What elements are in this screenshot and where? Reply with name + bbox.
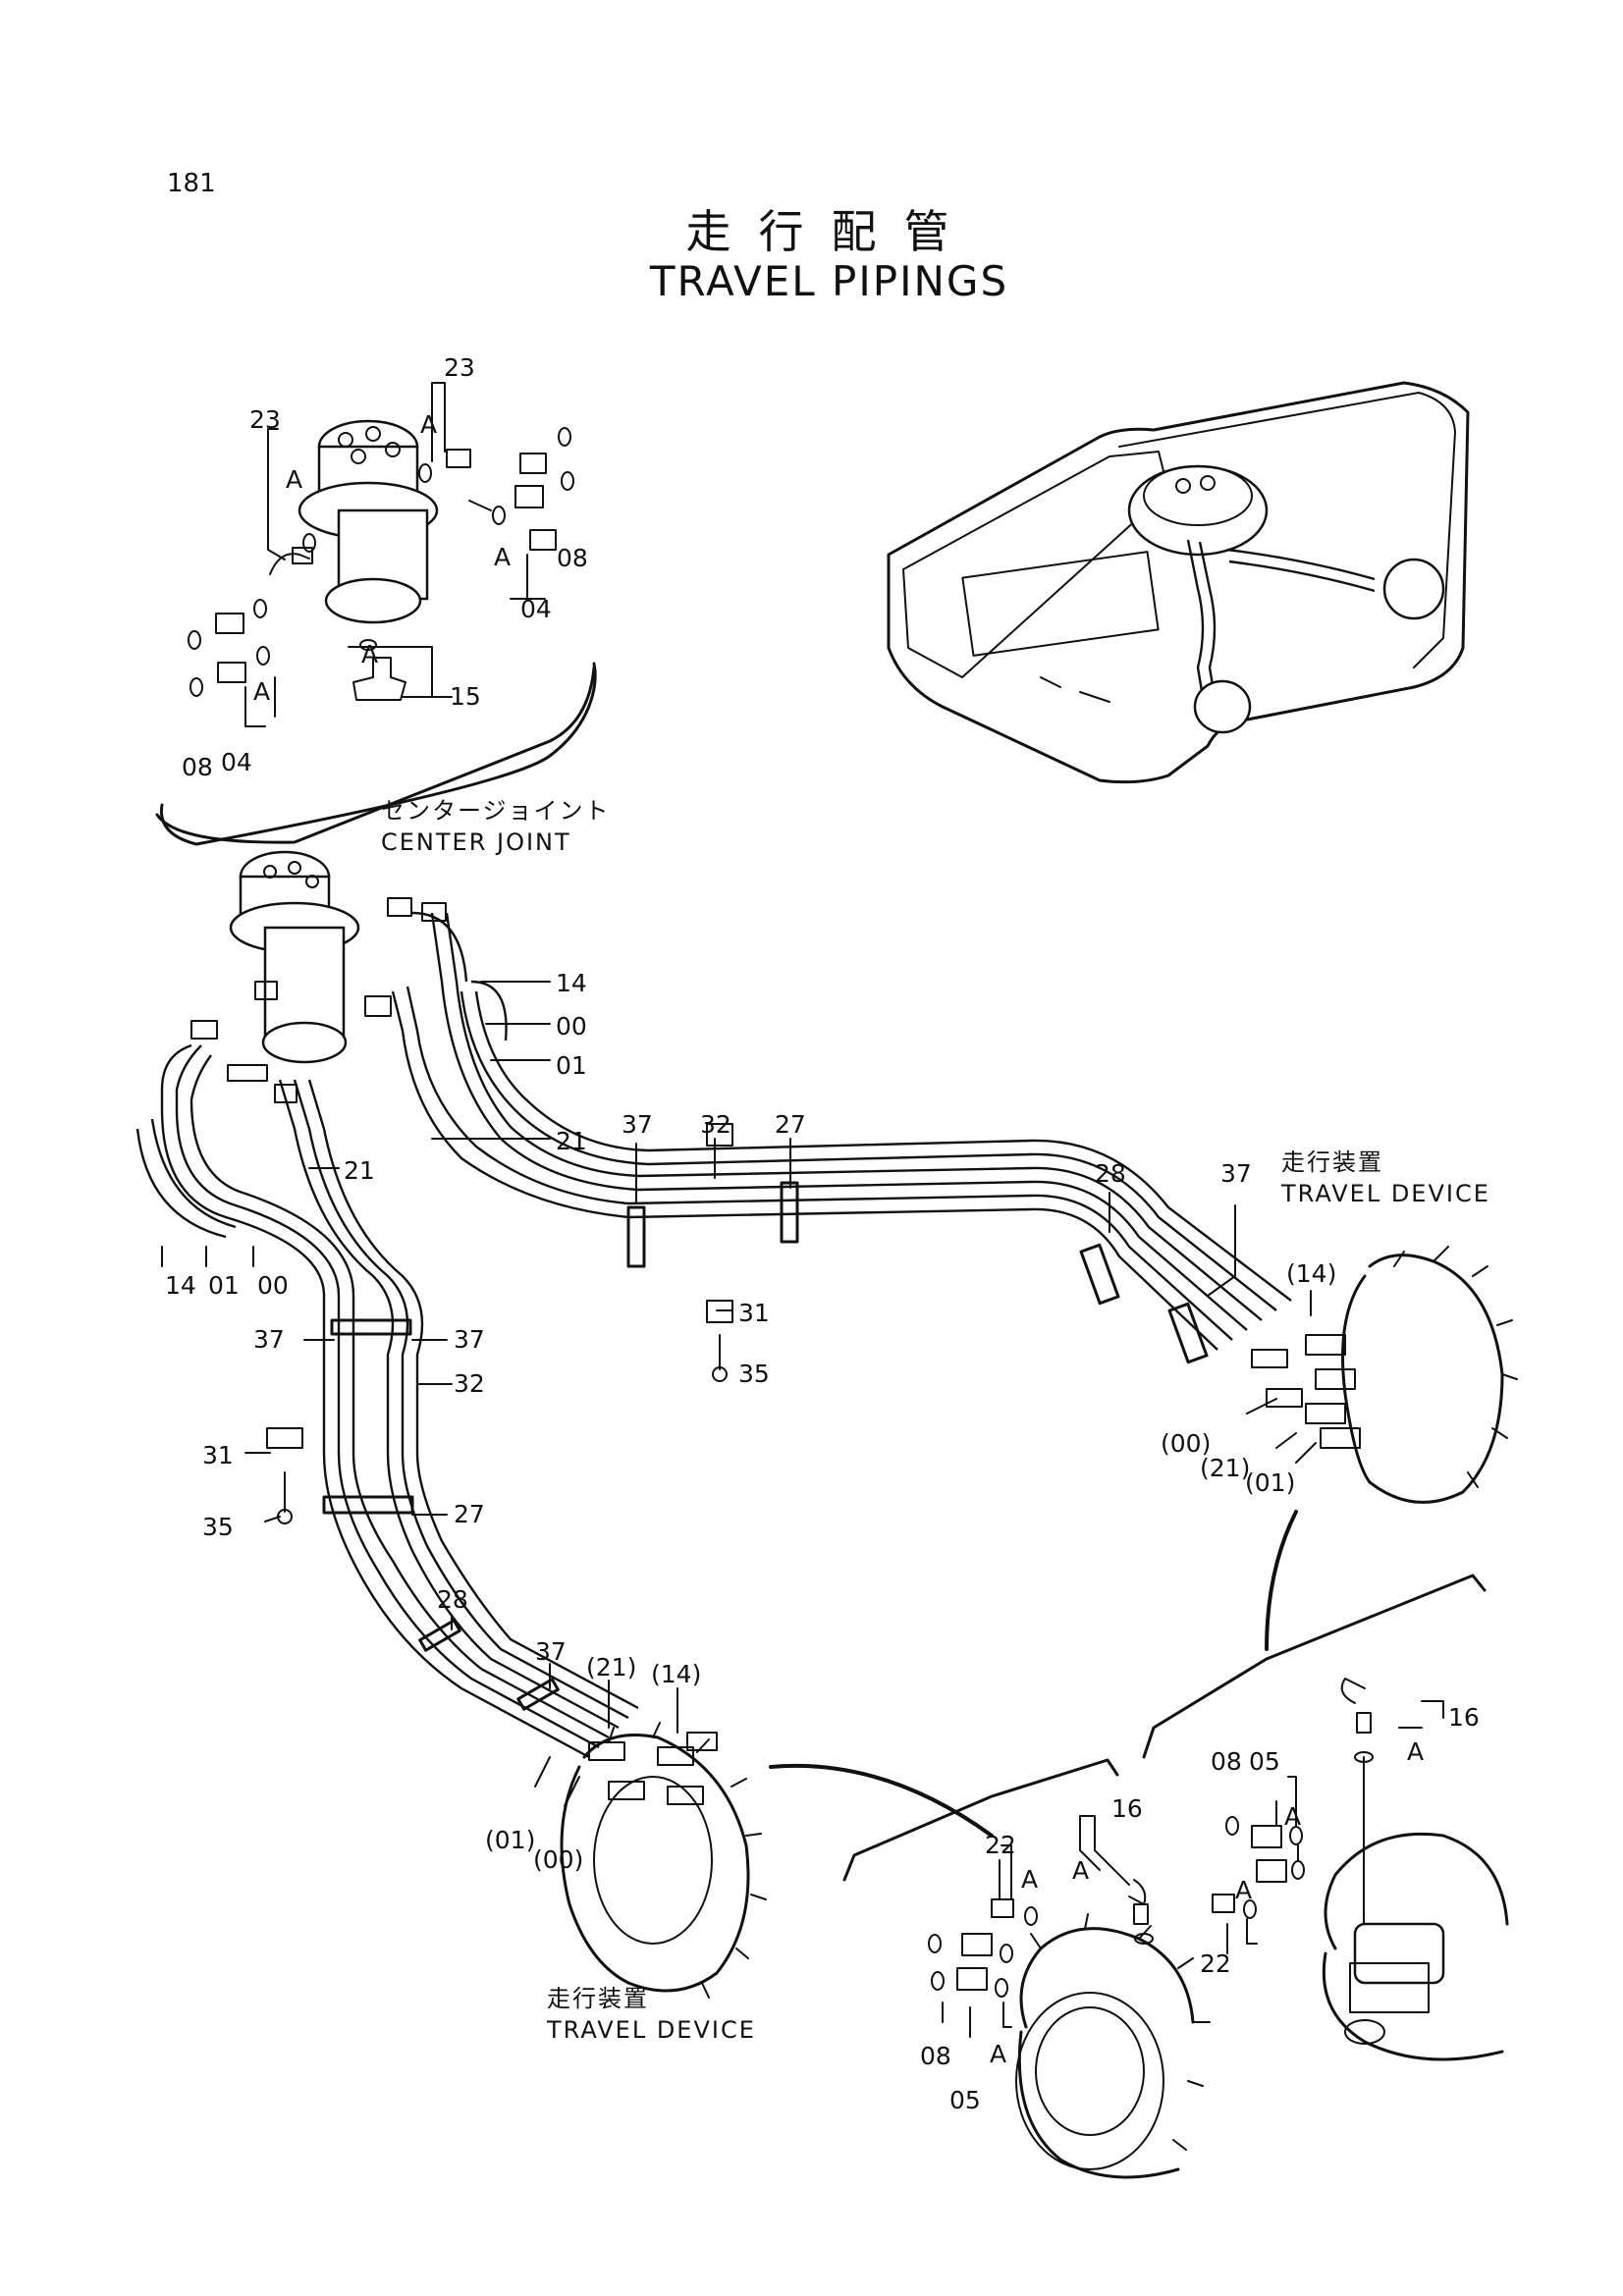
callout-label: 16 bbox=[1111, 1794, 1143, 1823]
hose-assembly bbox=[135, 850, 1518, 1999]
center-joint-caption: センタージョイント CENTER JOINT bbox=[381, 795, 611, 859]
travel-device-detail-right bbox=[1212, 1678, 1509, 2061]
travel-device-caption-left-jp: 走行装置 bbox=[547, 1985, 649, 2012]
center-joint-caption-en: CENTER JOINT bbox=[381, 828, 571, 857]
page-title-japanese: 走行配管 bbox=[685, 205, 977, 258]
callout-label: 01 bbox=[208, 1271, 240, 1300]
callout-label: 21 bbox=[344, 1156, 375, 1185]
callout-label: 27 bbox=[454, 1500, 485, 1528]
callout-label: 04 bbox=[520, 595, 552, 623]
page-number: 181 bbox=[167, 169, 216, 198]
callout-label: 00 bbox=[556, 1012, 587, 1041]
callout-label: (14) bbox=[1286, 1259, 1337, 1288]
callout-label: (00) bbox=[533, 1845, 584, 1874]
callout-label: 01 bbox=[556, 1051, 587, 1080]
callout-label: 22 bbox=[985, 1831, 1016, 1859]
callout-label: A bbox=[1021, 1865, 1039, 1894]
callout-label: 14 bbox=[165, 1271, 196, 1300]
callout-label: 14 bbox=[556, 969, 587, 997]
callout-label: 28 bbox=[437, 1585, 468, 1614]
callout-label: 37 bbox=[1220, 1159, 1252, 1188]
callout-label: 04 bbox=[221, 748, 252, 776]
callout-label: 37 bbox=[454, 1325, 485, 1354]
callout-label: 23 bbox=[249, 405, 281, 434]
callout-label: 05 bbox=[1249, 1747, 1280, 1776]
callout-label: A bbox=[1235, 1876, 1253, 1904]
callout-label: 37 bbox=[535, 1637, 567, 1666]
callout-label: 28 bbox=[1095, 1159, 1126, 1188]
callout-label: 35 bbox=[202, 1513, 234, 1541]
travel-device-caption-left: 走行装置 TRAVEL DEVICE bbox=[547, 1983, 756, 2047]
callout-label: 08 bbox=[920, 2042, 951, 2070]
callout-label: A bbox=[361, 640, 379, 668]
callout-label: A bbox=[1072, 1856, 1090, 1885]
detail-pointers bbox=[769, 1510, 1298, 1838]
center-joint-caption-jp: センタージョイント bbox=[381, 797, 611, 825]
callout-label: A bbox=[253, 677, 271, 706]
callout-label: 08 bbox=[557, 544, 588, 572]
callout-label: A bbox=[1284, 1802, 1302, 1831]
detail-frames bbox=[842, 1574, 1487, 1882]
callout-label: (14) bbox=[651, 1660, 702, 1688]
callout-label: A bbox=[494, 543, 512, 571]
center-joint-detail bbox=[155, 382, 597, 846]
travel-device-caption-right: 走行装置 TRAVEL DEVICE bbox=[1281, 1147, 1490, 1210]
callout-label: (01) bbox=[485, 1826, 536, 1854]
callout-label: (21) bbox=[586, 1653, 637, 1682]
travel-device-detail-left bbox=[928, 1815, 1211, 2179]
callout-label: (00) bbox=[1161, 1429, 1212, 1458]
callout-label: 32 bbox=[700, 1110, 731, 1139]
callout-label: 22 bbox=[1200, 1949, 1231, 1978]
callout-label: 35 bbox=[738, 1360, 770, 1388]
callout-label: A bbox=[286, 465, 303, 494]
callout-label: 21 bbox=[556, 1127, 587, 1155]
travel-device-caption-left-en: TRAVEL DEVICE bbox=[547, 2016, 756, 2045]
travel-device-caption-right-en: TRAVEL DEVICE bbox=[1281, 1180, 1490, 1208]
callout-label: 23 bbox=[444, 353, 475, 382]
callout-label: 37 bbox=[622, 1110, 653, 1139]
undercarriage-overview bbox=[887, 381, 1470, 784]
callout-label: 27 bbox=[775, 1110, 806, 1139]
callout-label: 31 bbox=[738, 1299, 770, 1327]
callout-label: (01) bbox=[1245, 1468, 1296, 1497]
callout-label: A bbox=[420, 410, 438, 439]
callout-label: 15 bbox=[450, 682, 481, 711]
callout-label: 32 bbox=[454, 1369, 485, 1398]
label-leaders bbox=[161, 981, 1317, 1807]
callout-label: (21) bbox=[1200, 1454, 1251, 1482]
callout-label: 08 bbox=[1211, 1747, 1242, 1776]
callout-label: 37 bbox=[253, 1325, 285, 1354]
callout-label: A bbox=[990, 2040, 1007, 2068]
page-title: TRAVEL PIPINGS bbox=[649, 257, 1009, 305]
callout-label: 31 bbox=[202, 1441, 234, 1469]
callout-label: 16 bbox=[1448, 1703, 1480, 1732]
travel-device-caption-right-jp: 走行装置 bbox=[1281, 1148, 1383, 1176]
callout-label: 00 bbox=[257, 1271, 289, 1300]
callout-label: 08 bbox=[182, 753, 213, 781]
callout-label: 05 bbox=[949, 2086, 981, 2114]
callout-label: A bbox=[1407, 1737, 1425, 1766]
